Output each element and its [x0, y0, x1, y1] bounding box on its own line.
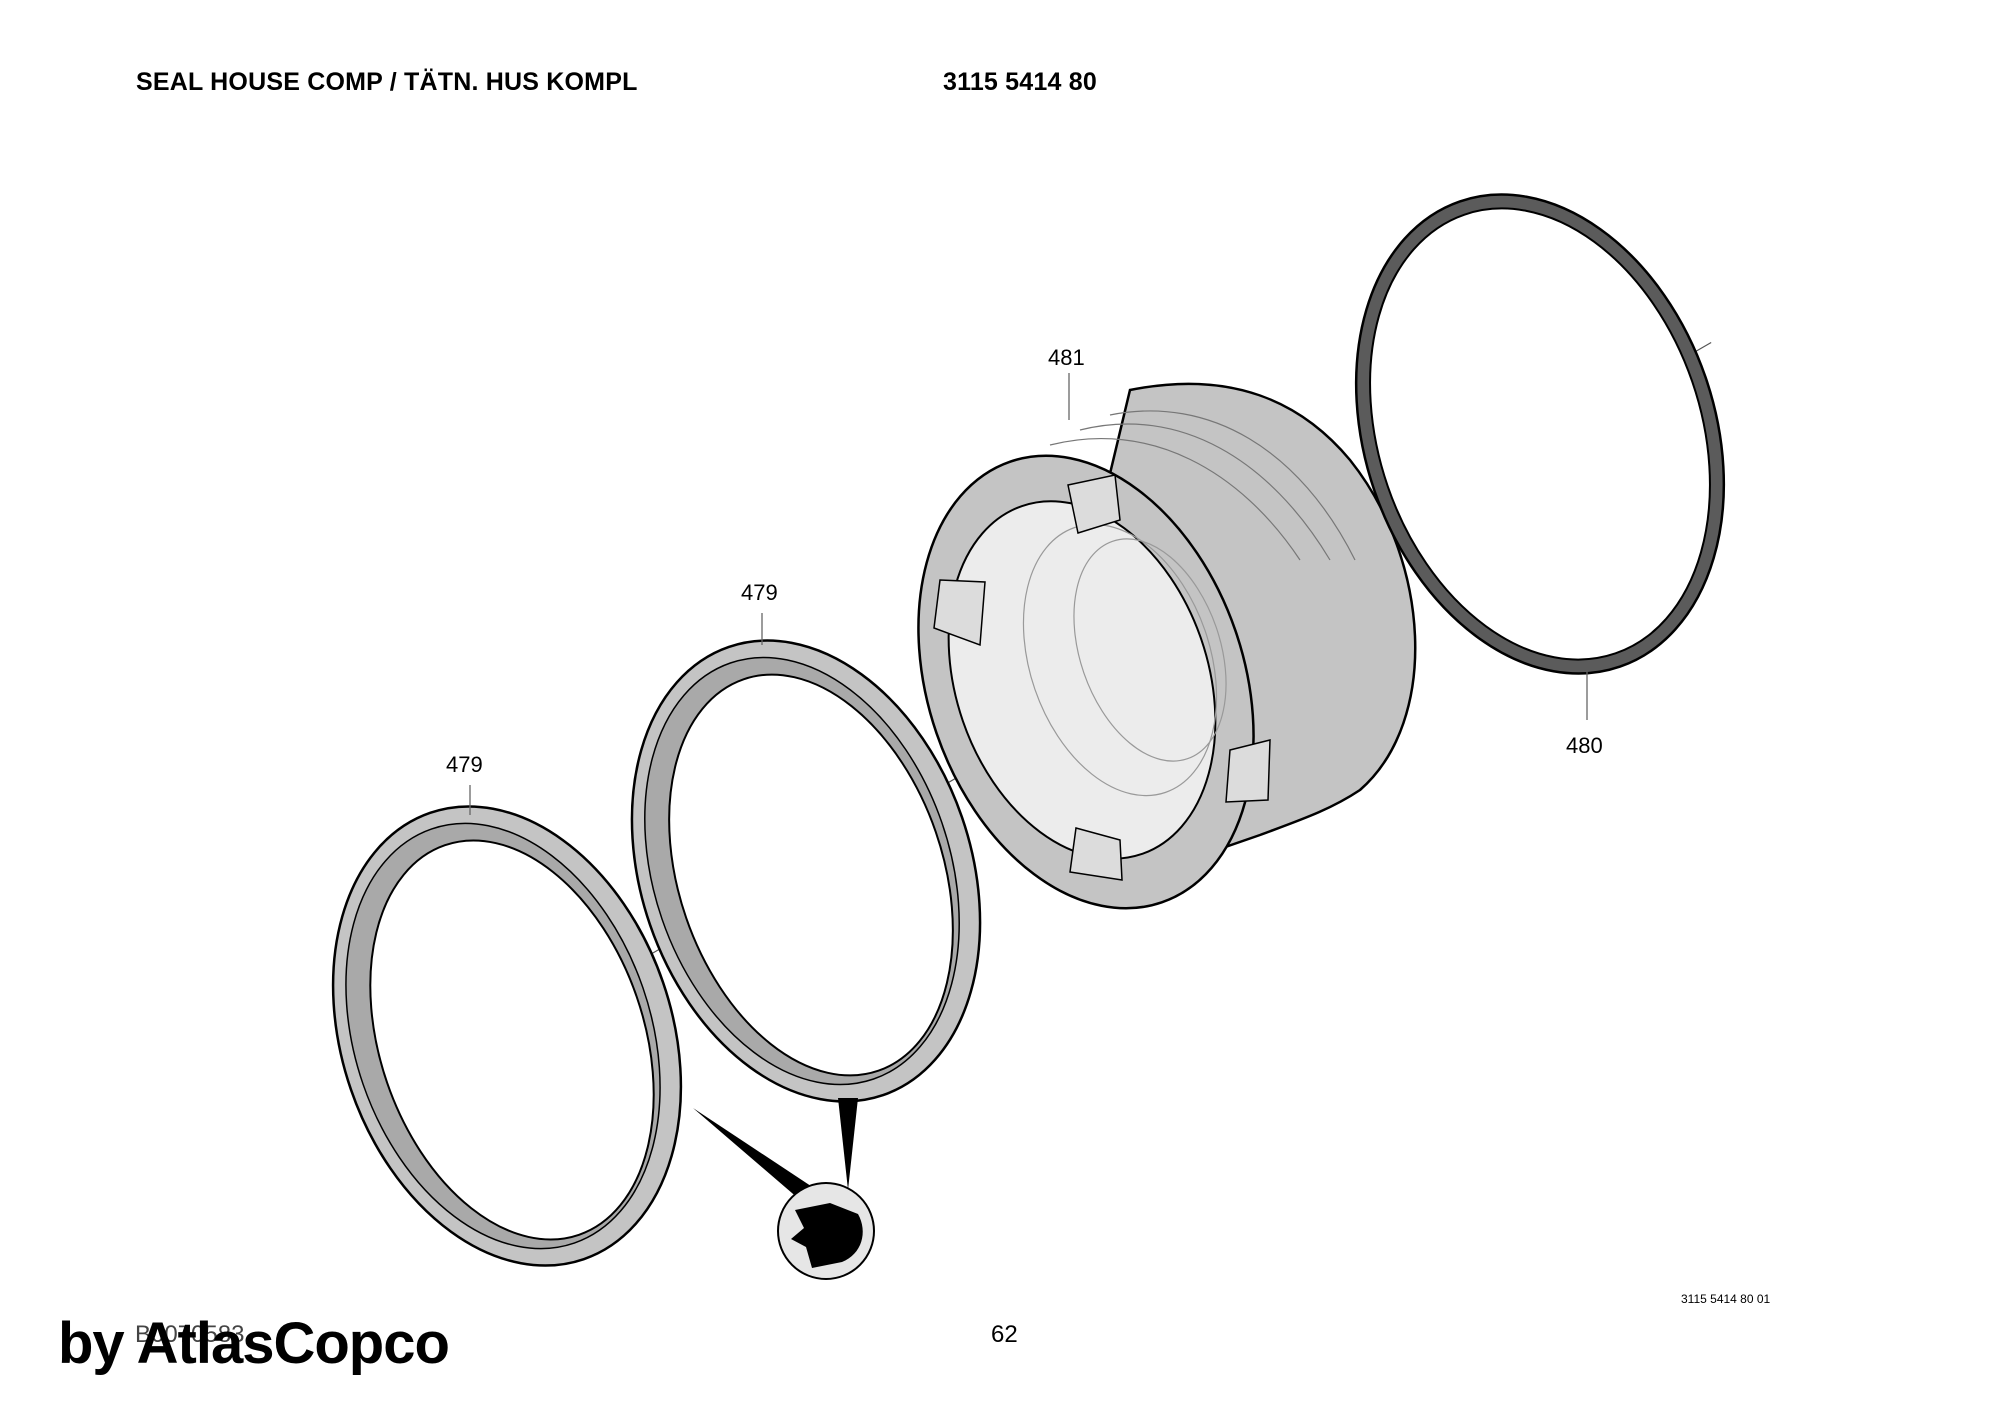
callout-479-front: 479	[446, 752, 483, 777]
callout-480: 480	[1566, 733, 1603, 758]
ring-479-front	[331, 805, 683, 1267]
callout-481: 481	[1048, 345, 1085, 370]
o-ring-480	[1354, 193, 1726, 675]
grease-icon	[777, 1182, 875, 1280]
lubrication-pointer-right	[838, 1098, 858, 1190]
page-number: 62	[991, 1321, 1018, 1348]
ring-479-middle	[630, 639, 982, 1103]
watermark: by AtlasCopco	[58, 1311, 450, 1376]
part-number: 3115 5414 80	[943, 68, 1097, 96]
callout-479-middle: 479	[741, 580, 778, 605]
seal-house-481	[917, 382, 1417, 910]
drawing-code: B0070583	[135, 1321, 245, 1348]
reference-code: 3115 5414 80 01	[1681, 1292, 1771, 1306]
drawing-title: SEAL HOUSE COMP / TÄTN. HUS KOMPL	[136, 68, 638, 96]
